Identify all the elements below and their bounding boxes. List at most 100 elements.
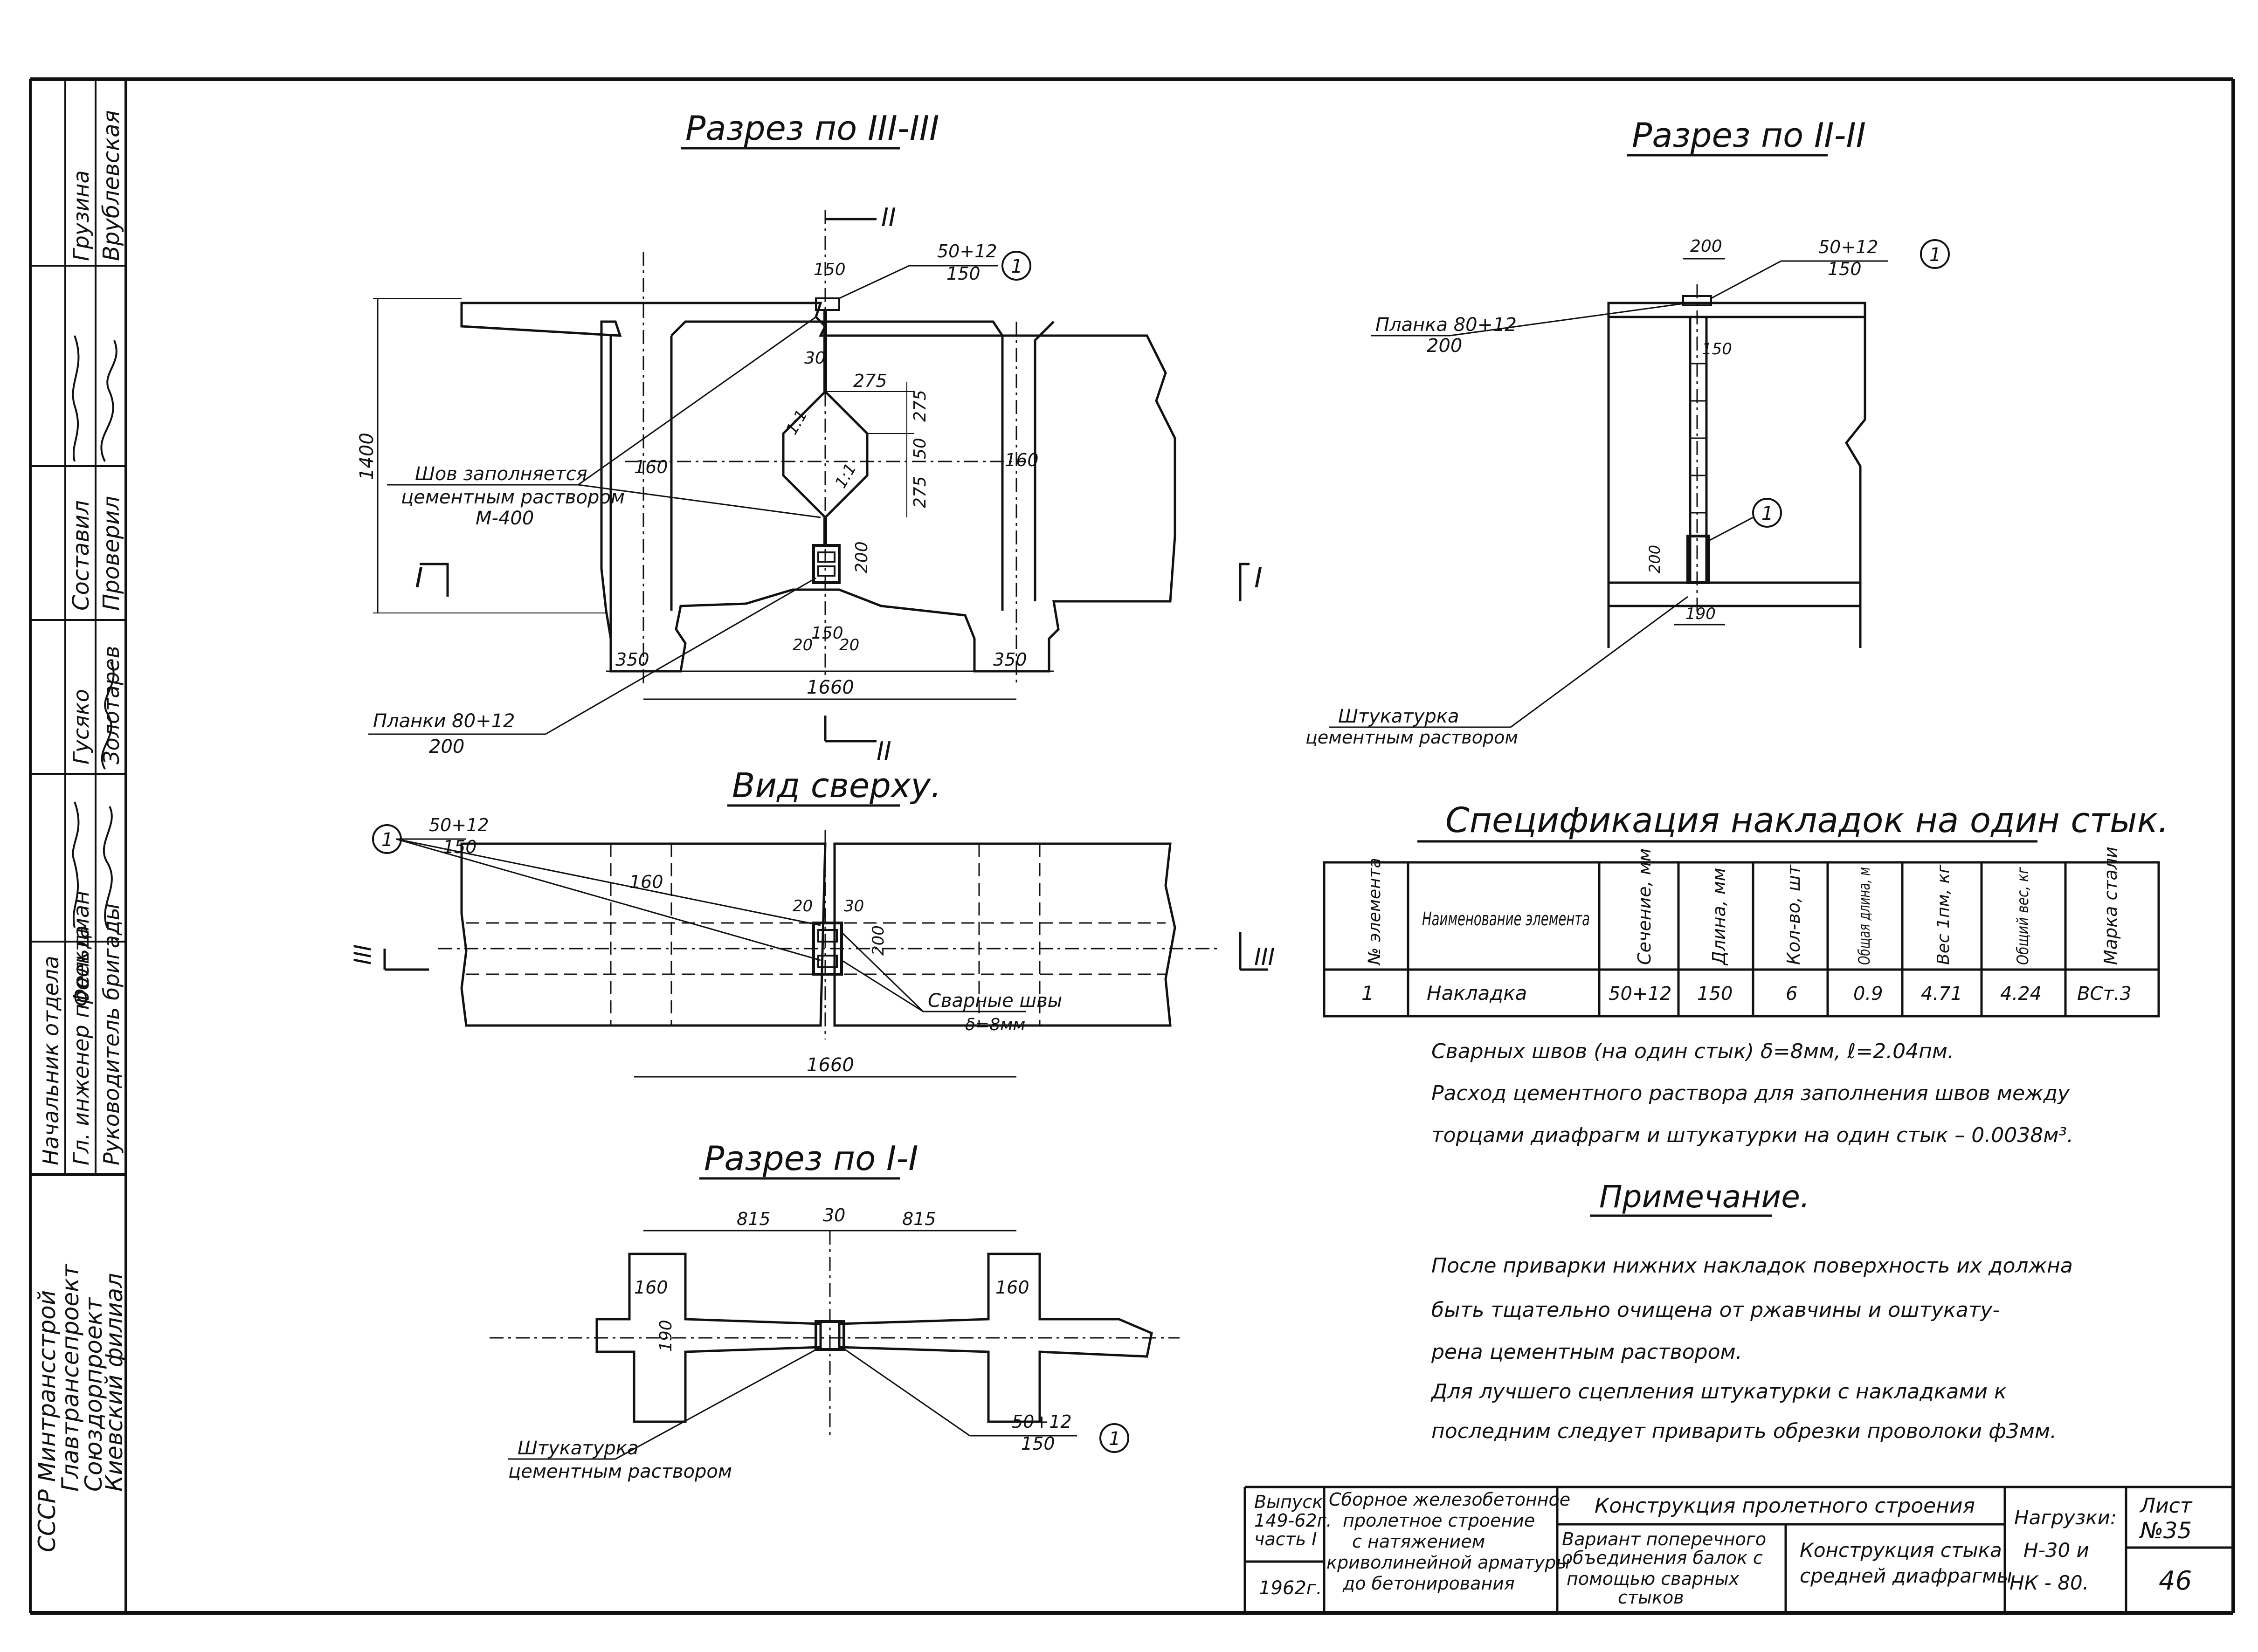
s1-item-marker-1 xyxy=(1099,1423,1129,1453)
dim-20-a: 20 xyxy=(793,636,813,654)
note-mortar-2: торцами диафрагм и штукатурки на один ст… xyxy=(1431,1123,2073,1147)
spec-header-no: № элемента xyxy=(1365,858,1384,966)
dim-150-top: 150 xyxy=(814,260,846,279)
signer-vrublevskaya: Врублевская xyxy=(98,110,124,261)
remark-line-5: последним следует приварить обрезки пров… xyxy=(1431,1419,2057,1443)
top-view: Вид сверху. III III 1660 160 20 30 200 5… xyxy=(349,766,1275,1078)
org-line-4: Киевский филиал xyxy=(101,1273,128,1492)
remark-line-3: рена цементным раствором. xyxy=(1431,1340,1742,1364)
s2-callout-length: 150 xyxy=(1828,259,1862,279)
s1-dim-160-right: 160 xyxy=(995,1277,1029,1298)
remark-line-1: После приварки нижних накладок поверхнос… xyxy=(1431,1254,2073,1278)
spec-row: 1 Накладка 50+12 150 6 0.9 4.71 4.24 ВСт… xyxy=(1361,982,2132,1005)
org-line-3: Союздорпроект xyxy=(80,1297,107,1492)
dim-150-bottom: 150 xyxy=(811,624,843,643)
role-team-lead: Руководитель бригады xyxy=(99,903,124,1165)
org-line-1: СССР Минтрансстрой xyxy=(34,1290,61,1552)
dim-160-left: 160 xyxy=(634,457,668,477)
dim-275-b: 275 xyxy=(911,390,930,422)
s2-item-marker-top xyxy=(1920,239,1950,269)
role-compiled: Составил xyxy=(68,500,94,611)
dim-350-right: 350 xyxy=(993,649,1027,670)
notes: Сварных швов (на один стык) δ=8мм, ℓ=2.0… xyxy=(1430,1039,2073,1443)
variant-line-3: помощью сварных xyxy=(1567,1569,1740,1589)
s1-dim-160-left: 160 xyxy=(634,1277,668,1298)
signer-feldman: Фельдман xyxy=(69,891,94,1007)
remark-title: Примечание. xyxy=(1599,1179,1810,1215)
s2-callout-size: 50+12 xyxy=(1818,237,1878,257)
welds-label-2: δ=8мм xyxy=(965,1015,1025,1034)
left-stamp: Начальник отдела Гл. инженер проекта Рук… xyxy=(30,79,128,1552)
specification: Спецификация накладок на один стык. № эл… xyxy=(1323,800,2169,1018)
spec-header-qty: Кол-во, шт xyxy=(1783,864,1804,965)
dim-275-c: 275 xyxy=(911,476,930,508)
s2-plaster-1: Штукатурка xyxy=(1338,706,1459,727)
s2-item-marker-top-label: 1 xyxy=(1929,244,1941,266)
spec-header-unit-weight: Вес 1пм, кг xyxy=(1934,864,1953,965)
cut-i-right-label: I xyxy=(1254,562,1263,594)
callout-section-size: 50+12 xyxy=(937,241,997,262)
dim-160-right: 160 xyxy=(1005,450,1039,470)
beam-outline xyxy=(460,302,1176,673)
s2-dim-200b: 200 xyxy=(1646,545,1664,573)
section-1-title: Разрез по I-I xyxy=(704,1139,918,1178)
variant-line-4: стыков xyxy=(1618,1587,1684,1608)
s2-plate-label-1: Планка 80+12 xyxy=(1375,314,1517,336)
spec-cell-steel: ВСт.3 xyxy=(2077,983,2132,1005)
spec-cell-length: 150 xyxy=(1697,983,1733,1005)
spec-title: Спецификация накладок на один стык. xyxy=(1445,800,2169,840)
s1-item-marker-1-label: 1 xyxy=(1109,1428,1120,1450)
s1-dim-190: 190 xyxy=(656,1320,676,1352)
dim-350-left: 350 xyxy=(615,649,649,670)
top-item-marker-1-label: 1 xyxy=(381,829,393,851)
top-dim-30: 30 xyxy=(844,897,864,915)
section-3-title: Разрез по III-III xyxy=(685,109,939,148)
role-head-of-dept: Начальник отдела xyxy=(38,956,63,1165)
signer-gruzina: Грузина xyxy=(69,170,94,261)
spec-header-steel: Марка стали xyxy=(2100,847,2121,965)
issue-label-2: 149-62г. xyxy=(1254,1510,1332,1531)
section-2-title: Разрез по II-II xyxy=(1632,116,1866,155)
series-line-3: с натяжением xyxy=(1352,1531,1485,1552)
dim-50: 50 xyxy=(911,438,930,459)
series-line-4: криволинейной арматуры xyxy=(1326,1552,1570,1573)
top-view-outline xyxy=(460,842,827,1027)
construction-title: Конструкция пролетного строения xyxy=(1595,1494,1975,1518)
series-line-5: до бетонирования xyxy=(1342,1573,1515,1594)
section-2-plates xyxy=(1686,535,1710,584)
issue-year: 1962г. xyxy=(1259,1577,1322,1599)
bottom-plates xyxy=(812,544,841,584)
note-welds: Сварных швов (на один стык) δ=8мм, ℓ=2.0… xyxy=(1431,1039,1954,1063)
section-1-outline xyxy=(595,1253,822,1423)
callout-section-length: 150 xyxy=(946,263,981,284)
height-dim: 1400 xyxy=(356,433,378,480)
s1-dim-815-left: 815 xyxy=(737,1209,771,1229)
role-chief-engineer: Гл. инженер проекта xyxy=(69,925,94,1165)
s2-plaster-2: цементным раствором xyxy=(1305,727,1518,748)
top-view-title: Вид сверху. xyxy=(732,766,941,805)
remark-line-4: Для лучшего сцепления штукатурки с накла… xyxy=(1430,1380,2007,1404)
spec-table-grid xyxy=(1323,861,2160,1018)
s2-plate-label-2: 200 xyxy=(1427,335,1462,357)
top-callout-length: 150 xyxy=(443,837,477,857)
section-1-view: Разрез по I-I 815 30 815 160 160 190 Шту… xyxy=(490,1139,1180,1482)
top-dim-200: 200 xyxy=(869,925,888,956)
role-checked: Проверил xyxy=(98,496,124,611)
s2-dim-190: 190 xyxy=(1685,605,1716,623)
s1-plaster-1: Штукатурка xyxy=(518,1438,638,1459)
section-1-plates xyxy=(815,1320,845,1351)
cut-ii-bottom-label: II xyxy=(877,737,891,766)
signer-gusyako: Гусяко xyxy=(69,689,94,764)
s2-dim-150: 150 xyxy=(1702,340,1732,358)
series-line-1: Сборное железобетонное xyxy=(1329,1489,1570,1510)
cut-iii-right-label: III xyxy=(1254,943,1275,971)
dim-1660: 1660 xyxy=(807,677,854,698)
plates-label-2: 200 xyxy=(429,736,464,757)
spec-header-total-length: Общая длина, м xyxy=(1855,867,1874,965)
spec-cell-total-weight: 4.24 xyxy=(2000,983,2042,1005)
dim-275-a: 275 xyxy=(853,371,887,391)
top-item-marker-1 xyxy=(372,824,402,854)
section-3-view: Разрез по III-III II II I I 1400 xyxy=(356,109,1263,766)
s2-item-marker-mid xyxy=(1752,498,1782,528)
